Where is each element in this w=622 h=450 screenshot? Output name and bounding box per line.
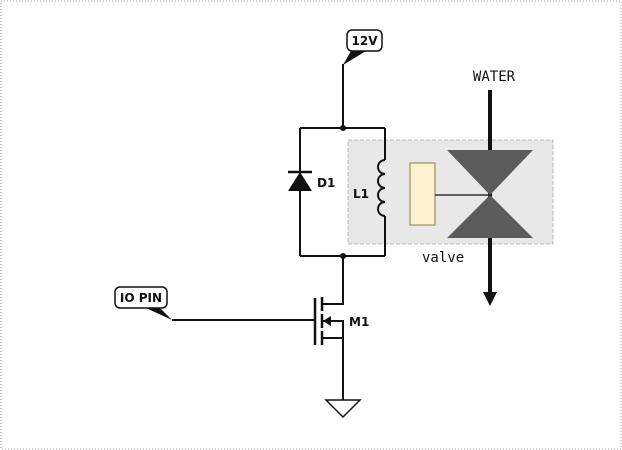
mosfet-m1-icon: [313, 256, 344, 400]
coil-label: L1: [353, 187, 369, 201]
io-pin-tag: IO PIN: [114, 286, 172, 320]
coil-l1-icon: [377, 159, 386, 217]
solenoid-plunger: [409, 162, 436, 226]
diode-d1-icon: [288, 170, 312, 191]
supply-label: 12V: [352, 34, 379, 48]
mosfet-label: M1: [349, 315, 369, 329]
junction-top: [340, 125, 346, 131]
valve-body-icon: [447, 150, 533, 238]
diode-label: D1: [317, 176, 335, 190]
io-pin-label: IO PIN: [120, 291, 162, 305]
ground-icon: [324, 399, 362, 419]
valve-label: valve: [422, 250, 464, 266]
supply-tag: 12V: [343, 29, 383, 65]
water-label: WATER: [473, 69, 516, 85]
